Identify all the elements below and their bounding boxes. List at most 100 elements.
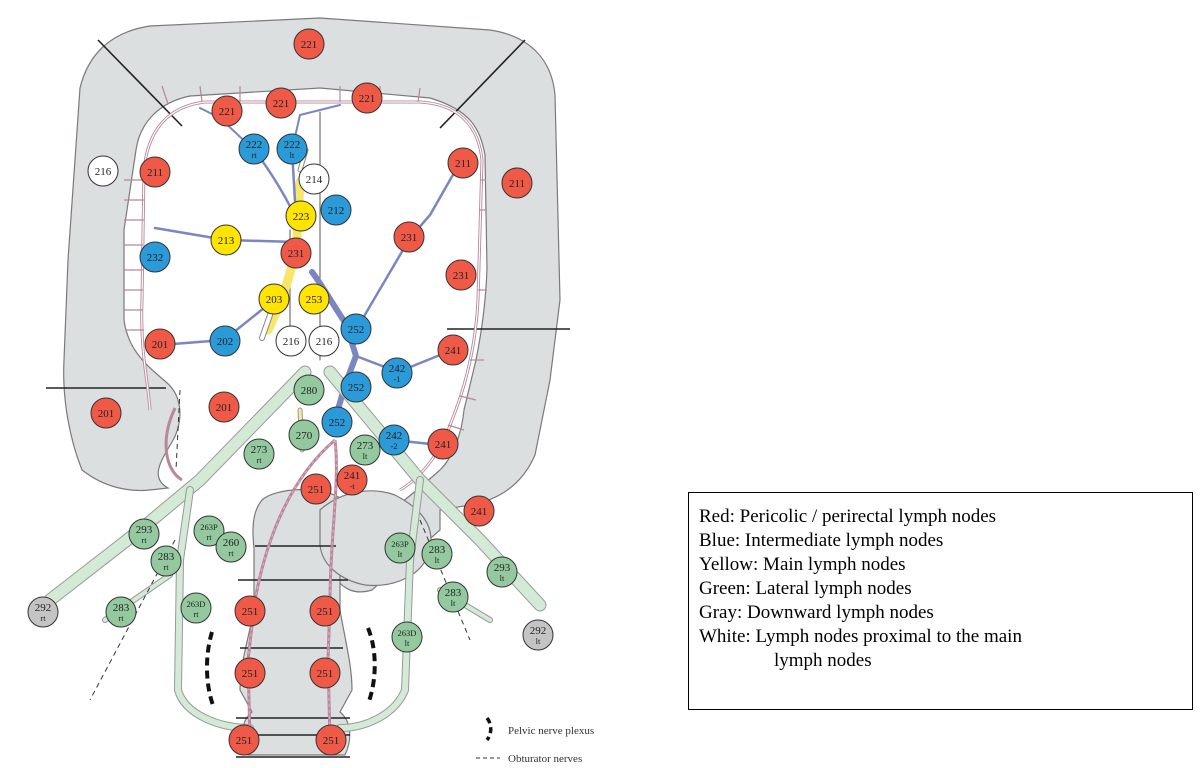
lymph-node-number: 216 [95,166,112,178]
lymph-node-side: rt [118,613,124,623]
lymph-node-circle [275,325,307,357]
lymph-node-number: 241 [445,345,462,357]
lymph-node-circle [309,657,341,689]
lymph-node-number: 216 [316,336,333,348]
lymph-node-circle [378,424,410,456]
lymph-node-number: 251 [317,668,334,680]
lymph-node-circle [421,538,453,570]
lymph-node-number: 273 [251,444,268,456]
lymph-node-216: 216 [87,155,119,187]
lymph-node-circle [321,406,353,438]
lymph-node-252: 252 [340,313,372,345]
lymph-node-circle [351,82,383,114]
lymph-node-241-t: 241-t [336,464,368,496]
lymph-node-circle [501,167,533,199]
lymph-node-number: 251 [242,668,259,680]
lymph-node-251: 251 [315,724,347,756]
lymph-node-number: 221 [359,93,376,105]
lymph-node-circle [293,374,325,406]
lymph-node-number: 201 [98,408,115,420]
lymph-node-number: 280 [301,385,318,397]
colon [63,17,561,593]
lymph-node-circle [288,419,320,451]
lymph-node-circle [139,156,171,188]
lymph-node-circle [234,595,266,627]
lymph-node-circle [298,163,330,195]
lymph-node-number: 292 [530,625,547,637]
lymph-node-number: 221 [273,98,290,110]
lymph-node-circle [309,595,341,627]
lymph-node-circle [447,147,479,179]
lymph-node-214: 214 [298,163,330,195]
lymph-node-252: 252 [340,371,372,403]
lymph-node-circle [265,87,297,119]
legend-item-red: Red: Pericolic / perirectal lymph nodes [699,506,997,527]
lymph-node-number: 292 [35,602,52,614]
legend-item-white-continuation: lymph nodes [774,650,872,671]
lymph-node-side: -1 [393,374,400,384]
lymph-node-number: 263D [398,628,417,638]
lymph-node-221: 221 [211,95,243,127]
lymph-node-side: lt [435,555,440,565]
pelvic-plexus-key-symbol [485,716,493,742]
lymph-node-number: 283 [158,551,175,563]
lymph-node-number: 293 [494,562,511,574]
lymph-node-number: 253 [306,294,323,306]
lymph-node-221: 221 [351,82,383,114]
lymph-node-number: 223 [293,211,310,223]
legend-item-gray: Gray: Downward lymph nodes [699,602,934,623]
lymph-node-number: 211 [147,167,163,179]
lymph-node-251: 251 [300,473,332,505]
lymph-node-251: 251 [309,657,341,689]
lymph-node-251: 251 [234,657,266,689]
lymph-node-number: 222 [284,139,301,151]
lymph-node-251: 251 [309,595,341,627]
lymph-node-circle [139,241,171,273]
lymph-node-circle [228,724,260,756]
lymph-node-202: 202 [209,325,241,357]
lymph-node-number: 231 [288,248,305,260]
lymph-node-circle [427,428,459,460]
legend-box: Red: Pericolic / perirectal lymph nodes … [688,492,1193,710]
lymph-node-number: 231 [453,270,470,282]
lymph-node-number: 211 [509,178,525,190]
lymph-node-circle [340,313,372,345]
lymph-node-242-1: 242-1 [381,357,413,389]
lymph-node-circle [90,397,122,429]
lymph-node-211: 211 [447,147,479,179]
lymph-node-216: 216 [308,325,340,357]
lymph-node-circle [180,592,212,624]
lymph-node-side: lt [500,573,505,583]
obturator-key-label: Obturator nerves [508,753,582,765]
lymph-node-circle [445,259,477,291]
lymph-node-number: 221 [219,106,236,118]
lymph-node-221: 221 [293,28,325,60]
lymph-node-circle [315,724,347,756]
lymph-node-212: 212 [320,194,352,226]
lymph-node-216: 216 [275,325,307,357]
lymph-node-231: 231 [393,221,425,253]
lymph-node-251: 251 [234,595,266,627]
lymph-node-231: 231 [280,237,312,269]
lymph-node-number: 293 [136,524,153,536]
lymph-node-211: 211 [139,156,171,188]
lymph-node-circle [298,283,330,315]
lymph-node-circle [336,464,368,496]
lymph-node-number: 283 [445,587,462,599]
lymph-node-number: 273 [357,440,374,452]
lymph-node-side: rt [251,150,257,160]
lymph-node-side: lt [451,598,456,608]
lymph-node-circle [276,133,308,165]
lymph-node-201: 201 [208,391,240,423]
lymph-node-241: 241 [427,428,459,460]
lymph-node-circle [211,95,243,127]
